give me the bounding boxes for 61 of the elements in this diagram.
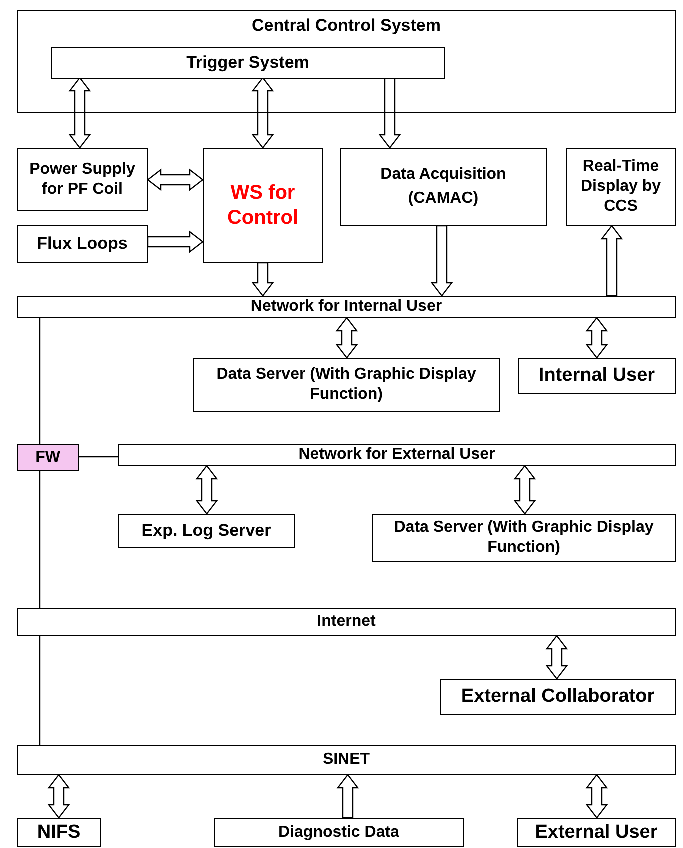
connector-line	[79, 456, 118, 458]
node-label: Flux Loops	[37, 233, 128, 255]
node-label: Diagnostic Data	[278, 822, 400, 842]
system-panel	[17, 10, 676, 113]
node-label: Data Server (With Graphic Display Function)	[393, 518, 655, 558]
double-block-arrow	[252, 77, 274, 149]
double-block-arrow	[48, 774, 70, 819]
node-label: Exp. Log Server	[142, 520, 272, 542]
process-box	[17, 818, 101, 847]
double-block-arrow	[147, 168, 204, 192]
node-label: External Collaborator	[461, 685, 655, 709]
network-bar	[17, 745, 676, 775]
block-arrow	[430, 225, 454, 297]
process-box	[203, 148, 323, 263]
node-label: Trigger System	[186, 52, 310, 74]
node-label: External User	[535, 820, 658, 844]
process-box	[517, 818, 676, 847]
double-block-arrow	[336, 317, 358, 359]
node-label: Internet	[317, 612, 376, 632]
process-box	[440, 679, 676, 715]
node-label: Central Control System	[252, 15, 441, 36]
connector-line	[39, 318, 41, 444]
node-label: Internal User	[538, 364, 656, 388]
process-box	[193, 358, 500, 412]
block-arrow	[378, 77, 402, 149]
double-block-arrow	[196, 465, 218, 515]
network-bar	[118, 444, 676, 466]
node-label: FW	[36, 448, 60, 468]
process-box	[118, 514, 295, 548]
block-arrow	[252, 262, 274, 297]
node-label: SINET	[322, 750, 370, 770]
process-box	[17, 148, 148, 211]
firewall-box	[17, 444, 79, 471]
node-label: Data Acquisition	[380, 165, 506, 185]
node-label: (CAMAC)	[408, 189, 479, 209]
process-box	[372, 514, 676, 562]
connector-line	[39, 471, 41, 608]
node-label: Network for Internal User	[250, 297, 442, 317]
double-block-arrow	[68, 77, 92, 149]
process-box	[17, 225, 148, 263]
double-block-arrow	[514, 465, 536, 515]
block-arrow	[336, 774, 360, 819]
node-label: Network for External User	[298, 445, 496, 465]
node-label: Power Supply for PF Coil	[28, 160, 136, 200]
double-block-arrow	[546, 635, 568, 680]
node-label: Real-Time Display by CCS	[580, 157, 662, 217]
process-box	[518, 358, 676, 394]
network-bar	[17, 608, 676, 636]
process-box	[51, 47, 445, 79]
connector-line	[39, 636, 41, 745]
double-block-arrow	[586, 774, 608, 819]
block-arrow	[147, 230, 204, 254]
process-box	[214, 818, 464, 847]
node-label: WS for Control	[226, 180, 300, 230]
process-box	[566, 148, 676, 226]
process-box	[340, 148, 547, 226]
block-arrow	[600, 225, 624, 297]
node-label: NIFS	[37, 820, 81, 844]
double-block-arrow	[586, 317, 608, 359]
network-bar	[17, 296, 676, 318]
node-label: Data Server (With Graphic Display Function)	[216, 365, 478, 405]
